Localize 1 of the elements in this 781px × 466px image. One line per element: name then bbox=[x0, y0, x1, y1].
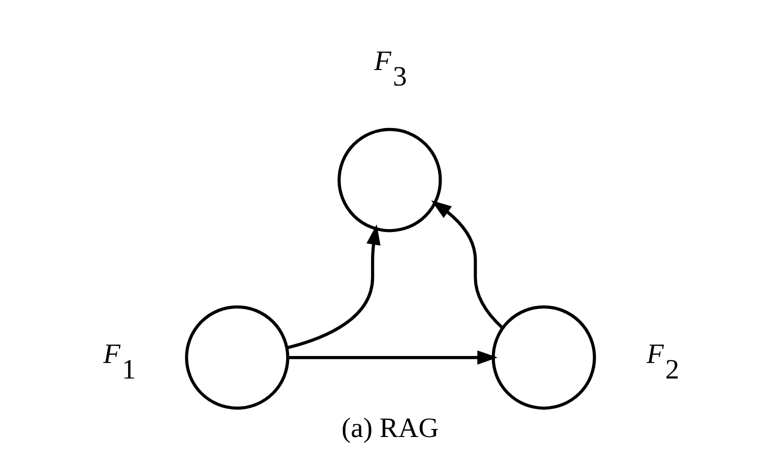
caption: (a) RAG bbox=[341, 412, 439, 444]
